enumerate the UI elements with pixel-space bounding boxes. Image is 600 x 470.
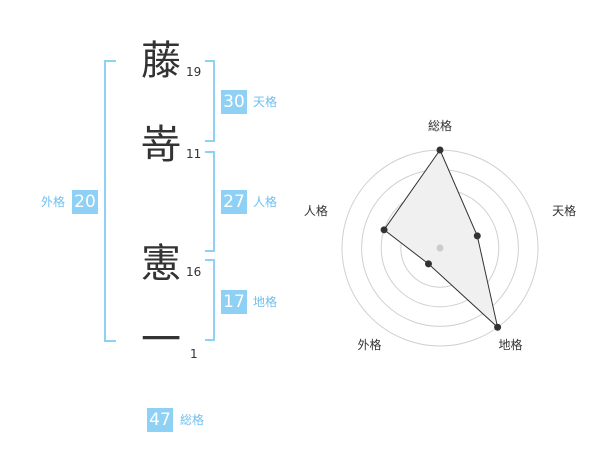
jinkaku-value: 27 [221,190,247,214]
name-char-4: 一 [141,317,181,363]
radar-point [494,323,502,331]
chikaku-label: 地格 [253,295,278,309]
name-char-3: 憲 [141,241,181,287]
gaikaku-bracket [104,60,116,342]
tenkaku-value: 30 [221,90,247,114]
chikaku-value: 17 [221,290,247,314]
stroke-count-4: 1 [190,347,198,361]
radar-polygon [383,148,499,329]
stroke-count-1: 19 [186,65,202,79]
chikaku-bracket [205,259,215,341]
soukaku-label: 総格 [180,413,205,427]
radar-axis-label: 人格 [304,203,328,218]
soukaku-value: 47 [147,408,173,432]
radar-axis-label: 外格 [357,337,381,352]
radar-center-dot [436,244,444,252]
tenkaku-bracket [205,60,215,142]
jinkaku-bracket [205,151,215,252]
radar-axis-label: 総格 [428,118,452,133]
jinkaku-label: 人格 [253,195,278,209]
radar-axis-label: 天格 [552,203,576,218]
stroke-count-2: 11 [186,147,202,161]
name-char-1: 藤 [141,38,181,84]
radar-axis-label: 地格 [499,337,523,352]
stroke-count-3: 16 [186,265,202,279]
tenkaku-label: 天格 [253,95,278,109]
gaikaku-label: 外格 [41,195,66,209]
name-char-2: 嵜 [141,122,181,168]
radar-point [473,232,481,240]
radar-point [380,226,388,234]
radar-point [424,260,432,268]
radar-point [436,146,444,154]
gaikaku-value: 20 [72,190,98,214]
